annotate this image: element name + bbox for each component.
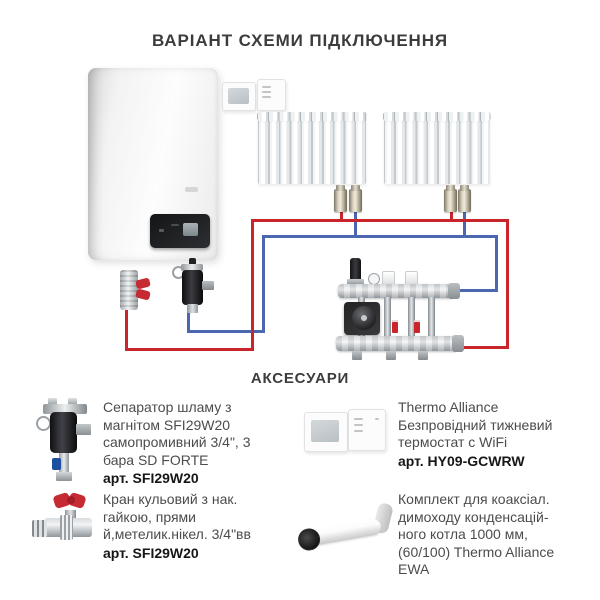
boiler-logo bbox=[185, 187, 198, 192]
accessory-item-separator: Сепаратор шламу з магнітом SFI29W20 само… bbox=[32, 394, 294, 486]
accessory-text-line: магнітом SFI29W20 bbox=[103, 416, 231, 433]
accessory-description: Сепаратор шламу з магнітом SFI29W20 само… bbox=[103, 399, 251, 488]
boiler-image bbox=[88, 68, 218, 260]
manifold-bottom-bar bbox=[336, 336, 458, 351]
accessory-text-line: термостат с WiFi bbox=[398, 434, 508, 450]
accessory-text-line: самопромивний 3/4", 3 bbox=[103, 434, 251, 450]
radiator-valve-icon bbox=[444, 185, 457, 212]
flow-meter-icon bbox=[414, 320, 420, 333]
accessory-sludge-separator-icon bbox=[36, 396, 96, 482]
radiator-valve-icon bbox=[334, 185, 347, 212]
accessory-text-line: Безпровідний тижневий bbox=[398, 416, 553, 433]
hot-pipe-segment bbox=[458, 346, 509, 349]
cold-pipe-segment bbox=[463, 206, 466, 238]
page-title: ВАРІАНТ СХЕМИ ПІДКЛЮЧЕННЯ bbox=[151, 31, 449, 50]
boiler-display bbox=[183, 223, 198, 236]
cold-pipe-segment bbox=[262, 235, 265, 333]
hot-pipe-segment bbox=[251, 219, 509, 222]
valve-body bbox=[120, 270, 138, 310]
accessory-art-number: арт. SFI29W20 bbox=[103, 470, 199, 486]
air-vent-icon bbox=[350, 258, 361, 284]
accessory-ball-valve-icon bbox=[32, 492, 98, 552]
radiator-valve-icon bbox=[458, 185, 471, 212]
accessory-text-line: бара SD FORTE bbox=[103, 451, 209, 468]
accessory-text-line: Кран кульовий з нак. bbox=[103, 491, 238, 507]
boiler-control-panel bbox=[150, 214, 210, 248]
boiler-button bbox=[159, 229, 164, 232]
accessory-text-line: й,метелик.нікел. 3/4"вв bbox=[103, 526, 251, 542]
radiator-image-right bbox=[383, 112, 491, 184]
accessory-text-line: Комплект для коаксіал. bbox=[398, 491, 550, 507]
boiler-button bbox=[171, 224, 179, 226]
thermostat-display-unit bbox=[222, 82, 256, 111]
hot-pipe-segment bbox=[251, 219, 254, 351]
accessory-text-line: (60/100) Thermo Alliance bbox=[398, 543, 555, 560]
cold-pipe-segment bbox=[452, 289, 498, 292]
thermostat-receiver-unit bbox=[257, 79, 286, 111]
accessories-heading: АКСЕСУАРИ bbox=[250, 370, 350, 387]
accessory-text-line: Сепаратор шламу з bbox=[103, 399, 232, 415]
radiator-image-left bbox=[257, 112, 367, 184]
cold-pipe-segment bbox=[495, 235, 498, 292]
radiator-valve-icon bbox=[349, 185, 362, 212]
accessory-text-line: гайкою, прями bbox=[103, 508, 196, 525]
accessory-art-number: арт. HY09-GCWRW bbox=[398, 452, 525, 469]
manifold-pump-assembly-image bbox=[330, 256, 465, 368]
accessory-item-thermostat: Thermo Alliance Безпровідний тижневий те… bbox=[294, 394, 594, 486]
valve-red-handle bbox=[135, 279, 152, 301]
accessory-text-line: димоходу конденсацій- bbox=[398, 508, 549, 525]
accessory-coaxial-flue-kit-icon bbox=[294, 496, 398, 562]
cold-pipe-segment bbox=[262, 235, 498, 238]
accessory-description: Кран кульовий з нак. гайкою, прями й,мет… bbox=[103, 491, 251, 562]
accessory-item-ball-valve: Кран кульовий з нак. гайкою, прями й,мет… bbox=[32, 486, 294, 586]
flow-meter-icon bbox=[392, 320, 398, 333]
hot-pipe-segment bbox=[506, 219, 509, 349]
accessory-art-number: арт. SFI29W20 bbox=[103, 544, 199, 561]
accessory-description: Комплект для коаксіал. димоходу конденса… bbox=[398, 491, 554, 579]
accessory-description: Thermo Alliance Безпровідний тижневий те… bbox=[398, 399, 552, 470]
manifold-top-bar bbox=[338, 284, 454, 298]
cold-pipe-segment bbox=[187, 308, 190, 333]
sludge-separator-image bbox=[172, 258, 216, 314]
hot-pipe-segment bbox=[340, 206, 343, 222]
accessory-item-coaxial-kit: Комплект для коаксіал. димоходу конденса… bbox=[294, 486, 594, 596]
ball-valve-image bbox=[112, 266, 152, 314]
hot-pipe-segment bbox=[125, 306, 128, 351]
hot-pipe-segment bbox=[125, 348, 254, 351]
accessory-text-line: ного котла 1000 мм, bbox=[398, 526, 528, 542]
cold-pipe-segment bbox=[187, 330, 265, 333]
cold-pipe-segment bbox=[354, 206, 357, 238]
accessory-text-line: EWA bbox=[398, 561, 430, 577]
hot-pipe-segment bbox=[450, 206, 453, 222]
accessory-text-line: Thermo Alliance bbox=[398, 399, 499, 415]
